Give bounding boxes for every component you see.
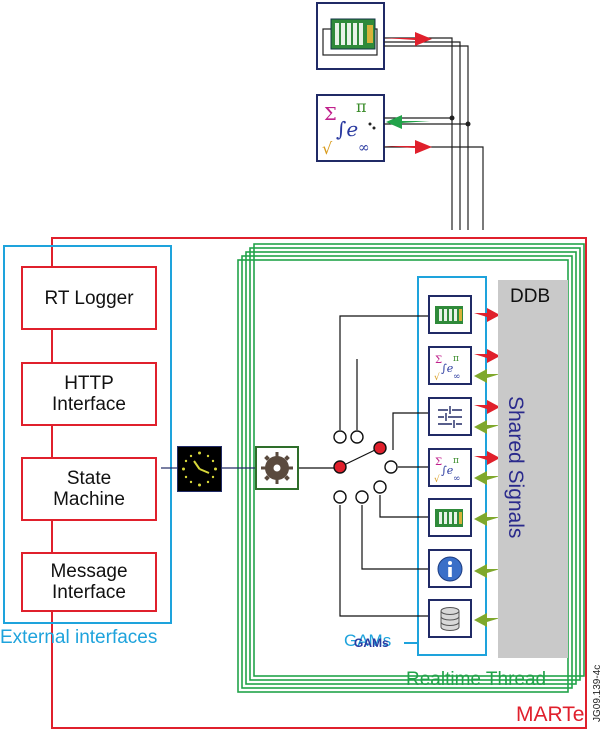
- shared-signals-label: Shared Signals: [504, 396, 527, 539]
- gam-database-icon: [428, 599, 472, 638]
- svg-text:Σ: Σ: [435, 355, 442, 366]
- svg-text:∫e: ∫e: [336, 117, 358, 141]
- marte-label: MARTe: [516, 703, 585, 726]
- http-label-line2: Interface: [52, 394, 126, 415]
- gams-label-overlay: GAMs: [354, 636, 389, 650]
- svg-text:∫e: ∫e: [441, 464, 454, 477]
- top-arrow-out-1: [384, 32, 432, 46]
- svg-text:Σ: Σ: [435, 457, 442, 468]
- svg-text:∞: ∞: [453, 474, 461, 483]
- top-arrow-in: [386, 115, 430, 129]
- ddb-label: DDB: [510, 286, 551, 307]
- gear-icon: [255, 446, 299, 490]
- http-label-line1: HTTP: [64, 373, 114, 394]
- marte-frame: [51, 237, 587, 729]
- svg-text:π: π: [453, 456, 459, 466]
- gam-info-icon: [428, 549, 472, 588]
- top-board-icon: [321, 13, 379, 59]
- svg-text:∞: ∞: [358, 140, 370, 156]
- realtime-thread-label: Realtime Thread: [406, 669, 547, 690]
- message-label-line2: Interface: [52, 582, 126, 603]
- svg-text:√: √: [434, 474, 440, 483]
- gam-board-icon-2: [428, 498, 472, 537]
- gams-label-dash: [404, 642, 418, 644]
- state-label-line1: State: [66, 468, 112, 489]
- gam-board-icon-1: [428, 295, 472, 334]
- figure-id: JG09.139-4c: [592, 664, 603, 722]
- message-label-line1: Message: [50, 561, 128, 582]
- gam-filter-icon: [428, 397, 472, 436]
- svg-text:∫e: ∫e: [441, 362, 454, 375]
- top-arrow-out-2: [384, 140, 432, 154]
- gams-label: GAMs: [344, 631, 392, 650]
- state-label-line2: Machine: [53, 489, 125, 510]
- svg-text:π: π: [356, 98, 367, 116]
- ddb-arrows: [474, 308, 500, 627]
- rt-logger-box: RT Logger: [21, 266, 157, 330]
- external-interfaces-label: External interfaces: [0, 627, 158, 648]
- svg-text:π: π: [453, 354, 459, 364]
- svg-text:√: √: [434, 372, 440, 381]
- clock-icon: [177, 446, 222, 492]
- svg-text:√: √: [322, 139, 333, 158]
- state-machine-box: State Machine: [21, 457, 157, 521]
- http-interface-box: HTTP Interface: [21, 362, 157, 426]
- top-math-frame: [316, 94, 385, 162]
- ddb-area: [498, 280, 568, 658]
- rt-logger-label: RT Logger: [44, 287, 134, 309]
- top-board-frame: [316, 2, 385, 70]
- svg-text:∞: ∞: [453, 372, 461, 381]
- gams-frame: [417, 276, 487, 656]
- svg-text:Σ: Σ: [324, 104, 337, 125]
- external-interfaces-frame: [3, 245, 172, 624]
- top-math-symbols-icon: Σ π ∫e √ ∞: [320, 97, 382, 158]
- message-interface-box: Message Interface: [21, 552, 157, 612]
